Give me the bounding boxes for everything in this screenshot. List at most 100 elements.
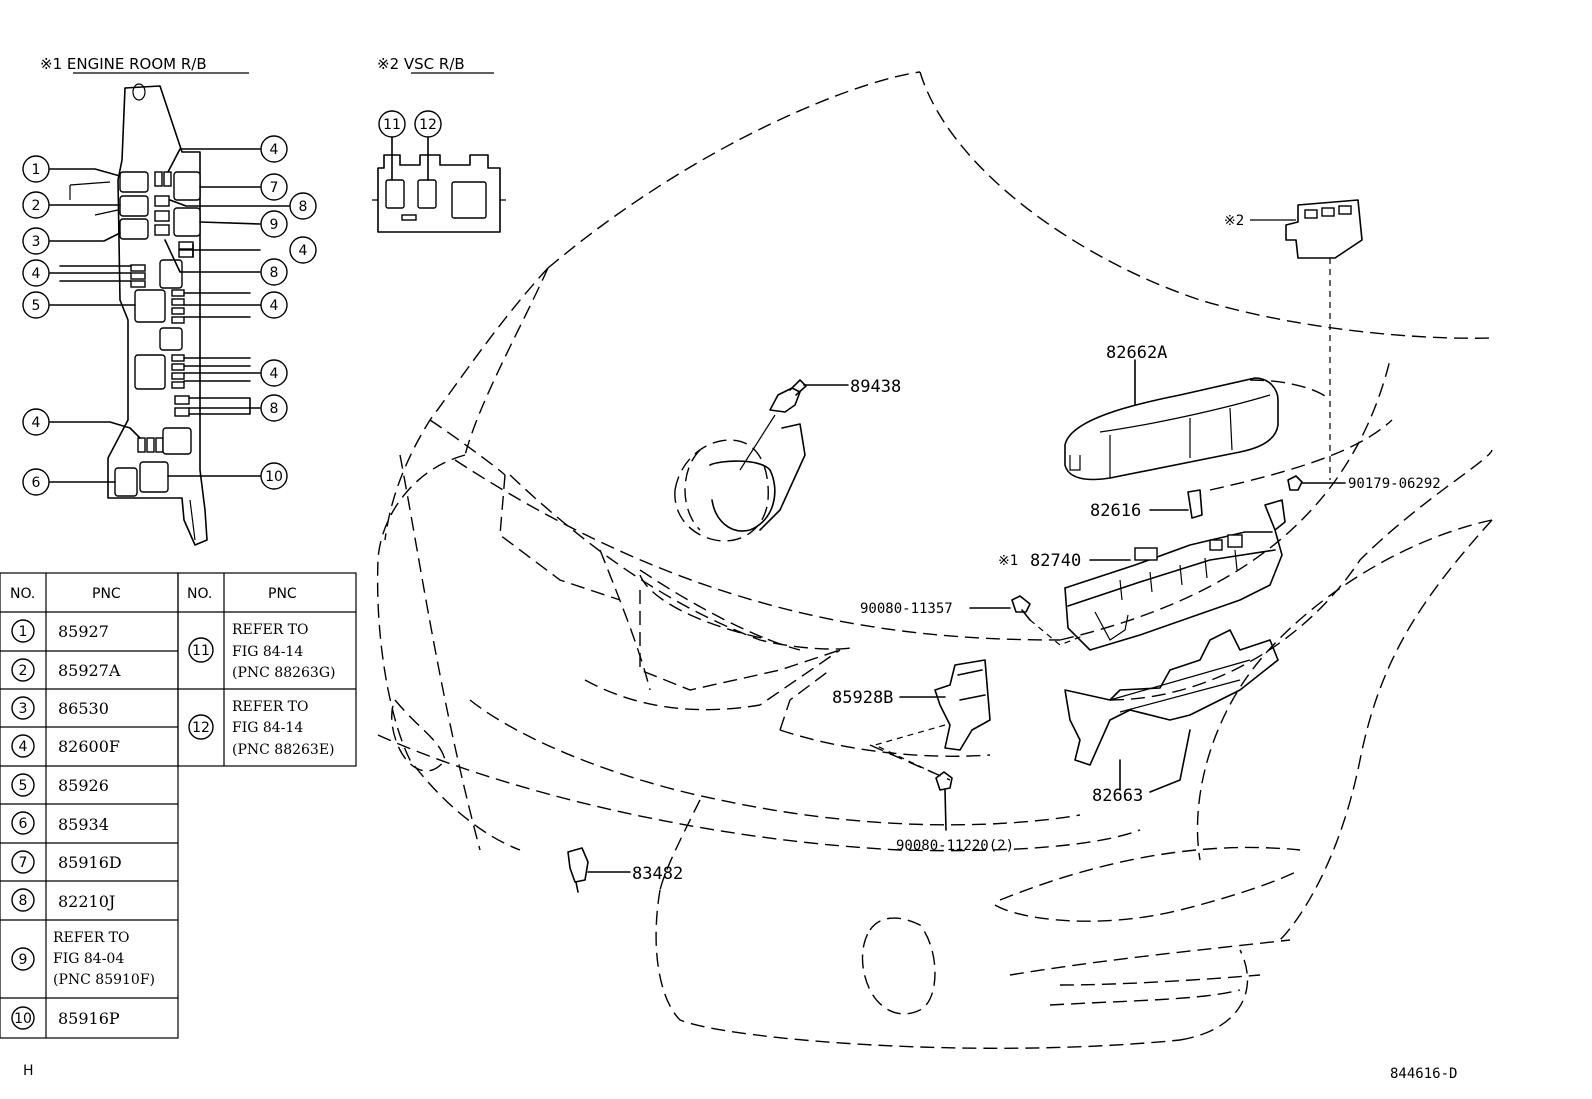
- svg-text:8: 8: [270, 265, 279, 281]
- svg-text:REFER TO: REFER TO: [232, 622, 309, 638]
- svg-text:FIG 84-14: FIG 84-14: [232, 644, 303, 660]
- svg-text:10: 10: [14, 1011, 32, 1027]
- vsc-title: ※2 VSC R/B: [377, 55, 465, 73]
- callout-6: 6: [22, 468, 50, 496]
- label-82740: 82740: [1030, 551, 1081, 571]
- callout-8: 8: [289, 192, 317, 220]
- svg-text:7: 7: [19, 855, 28, 871]
- svg-text:REFER TO: REFER TO: [232, 699, 309, 715]
- svg-text:(PNC 88263E): (PNC 88263E): [232, 742, 335, 758]
- label-mark-1: ※1: [998, 553, 1018, 569]
- svg-text:85927: 85927: [58, 622, 109, 641]
- callout-4: 4: [260, 135, 288, 163]
- svg-text:REFER TO: REFER TO: [53, 930, 130, 946]
- vsc-relay-block: 11 12: [372, 110, 506, 233]
- table-row: 12 REFER TO FIG 84-14 (PNC 88263E): [188, 699, 335, 758]
- svg-text:5: 5: [32, 298, 41, 314]
- svg-text:8: 8: [270, 401, 279, 417]
- callout-1: 1: [22, 155, 50, 183]
- svg-text:86530: 86530: [58, 699, 109, 718]
- table-row: 9 REFER TO FIG 84-04 (PNC 85910F): [11, 930, 155, 988]
- callout-7: 7: [260, 173, 288, 201]
- callout-3: 3: [22, 227, 50, 255]
- table-row: 3 86530: [11, 696, 109, 720]
- callout-10: 10: [260, 462, 288, 490]
- part-82616: 82616: [1090, 489, 1203, 521]
- callout-5: 5: [22, 291, 50, 319]
- part-90179-06292: 90179-06292: [1287, 475, 1441, 492]
- part-83482: 83482: [567, 847, 683, 893]
- svg-text:2: 2: [32, 198, 41, 214]
- callout-4: 4: [22, 408, 50, 436]
- col-pnc-header: PNC: [268, 586, 297, 602]
- svg-text:85927A: 85927A: [58, 661, 121, 680]
- callout-11: 11: [378, 110, 406, 138]
- callout-4: 4: [22, 259, 50, 287]
- part-90080-11357: 90080-11357: [860, 595, 1086, 646]
- table-row: 11 REFER TO FIG 84-14 (PNC 88263G): [188, 622, 335, 681]
- table-row: 4 82600F: [11, 734, 120, 758]
- svg-text:5: 5: [19, 778, 28, 794]
- svg-text:(PNC 88263G): (PNC 88263G): [232, 665, 335, 681]
- callout-8: 8: [260, 394, 288, 422]
- table-row: 7 85916D: [11, 850, 122, 874]
- svg-text:4: 4: [270, 142, 279, 158]
- diagram-code: 844616-D: [1390, 1066, 1457, 1082]
- svg-text:2: 2: [19, 663, 28, 679]
- svg-text:FIG 84-14: FIG 84-14: [232, 720, 303, 736]
- part-90080-11220: 90080-11220(2): [896, 771, 1014, 854]
- svg-text:(PNC 85910F): (PNC 85910F): [53, 972, 155, 988]
- svg-text:8: 8: [299, 199, 308, 215]
- svg-text:1: 1: [32, 162, 41, 178]
- svg-text:12: 12: [192, 720, 210, 736]
- callout-4: 4: [260, 291, 288, 319]
- svg-text:4: 4: [299, 243, 308, 259]
- svg-text:11: 11: [192, 643, 210, 659]
- svg-text:4: 4: [32, 266, 41, 282]
- svg-text:9: 9: [19, 952, 28, 968]
- table-row: 1 85927: [11, 619, 109, 643]
- svg-text:6: 6: [32, 475, 41, 491]
- part-82663: 82663: [1064, 629, 1279, 806]
- label-90080-11357: 90080-11357: [860, 601, 953, 617]
- pnc-table: NO. PNC NO. PNC 1 85927 2 85927A 3 86530…: [0, 572, 357, 1039]
- footer-left: H: [23, 1063, 34, 1079]
- svg-text:82600F: 82600F: [58, 737, 120, 756]
- part-85928b: 85928B: [832, 659, 991, 776]
- callout-2: 2: [22, 191, 50, 219]
- svg-text:4: 4: [270, 298, 279, 314]
- engine-room-relay-block: 1 2 3 4 5 4 6 4 7 8 9 4 8 4 4 8 10: [22, 83, 317, 546]
- table-row: 6 85934: [11, 811, 109, 835]
- callout-9: 9: [260, 210, 288, 238]
- label-85928b: 85928B: [832, 688, 893, 708]
- part-82740: ※1 82740: [998, 499, 1286, 651]
- part-89438: 89438: [709, 377, 901, 532]
- label-90080-11220: 90080-11220(2): [896, 838, 1014, 854]
- label-83482: 83482: [632, 864, 683, 884]
- table-row: 5 85926: [11, 773, 109, 797]
- svg-text:4: 4: [32, 415, 41, 431]
- callout-12: 12: [414, 110, 442, 138]
- svg-text:1: 1: [19, 624, 28, 640]
- svg-text:85916P: 85916P: [58, 1009, 120, 1028]
- svg-text:85934: 85934: [58, 815, 109, 834]
- svg-text:85926: 85926: [58, 776, 109, 795]
- part-vsc-rb: ※2: [1224, 199, 1363, 480]
- svg-text:9: 9: [270, 217, 279, 233]
- label-90179: 90179-06292: [1348, 476, 1441, 492]
- label-82663: 82663: [1092, 786, 1143, 806]
- label-mark-2: ※2: [1224, 213, 1244, 229]
- callout-4: 4: [260, 359, 288, 387]
- svg-text:FIG 84-04: FIG 84-04: [53, 951, 124, 967]
- svg-text:7: 7: [270, 180, 279, 196]
- svg-text:3: 3: [32, 234, 41, 250]
- svg-text:85916D: 85916D: [58, 853, 122, 872]
- callout-8: 8: [260, 258, 288, 286]
- svg-text:4: 4: [270, 366, 279, 382]
- svg-text:6: 6: [19, 816, 28, 832]
- col-no-header: NO.: [10, 586, 35, 602]
- svg-text:3: 3: [19, 701, 28, 717]
- svg-text:82210J: 82210J: [58, 892, 115, 911]
- svg-text:12: 12: [419, 117, 437, 133]
